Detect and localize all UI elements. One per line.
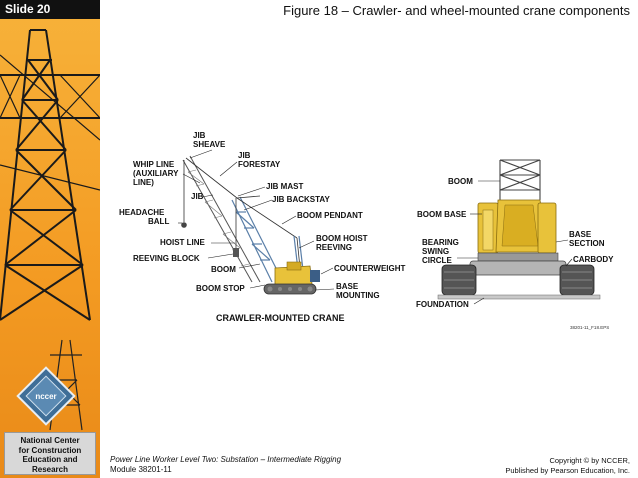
power-tower-silhouette-icon: nccer — [0, 0, 100, 478]
page-title: Figure 18 – Crawler- and wheel-mounted c… — [283, 3, 630, 18]
footer-copyright: Copyright © by NCCER, Published by Pears… — [505, 456, 630, 475]
figure-number: 38201-11_F18.EPS — [570, 325, 610, 330]
course-title: Power Line Worker Level Two: Substation … — [110, 455, 342, 464]
label-jib-backstay: JIB BACKSTAY — [272, 195, 330, 204]
org-line: Research — [31, 464, 69, 474]
publisher-text: Published by Pearson Education, Inc. — [505, 465, 630, 475]
svg-text:nccer: nccer — [35, 392, 56, 401]
label-boom: BOOM — [211, 265, 236, 274]
org-line: Education and — [22, 455, 78, 464]
org-line: National Center — [20, 436, 80, 445]
label-boom-pendant: BOOM PENDANT — [297, 211, 363, 220]
label-carbody: CARBODY — [573, 255, 614, 264]
module-number: Module 38201-11 — [110, 465, 172, 474]
label-jib-mast: JIB MAST — [266, 182, 304, 191]
crawler-crane-illustration — [181, 155, 320, 295]
wheel-crane-illustration — [437, 159, 601, 300]
label-wheel-boom: BOOM — [448, 177, 473, 186]
label-boom-stop: BOOM STOP — [196, 284, 245, 293]
label-jib: JIB — [191, 192, 204, 201]
label-foundation: FOUNDATION — [416, 300, 469, 309]
label-reeving-block: REEVING BLOCK — [133, 254, 200, 263]
org-name-box: National Center for Construction Educati… — [4, 432, 96, 475]
crawler-caption: CRAWLER-MOUNTED CRANE — [216, 313, 345, 323]
label-hoist-line: HOIST LINE — [160, 238, 205, 247]
label-counterweight: COUNTERWEIGHT — [334, 264, 406, 273]
org-line: for Construction — [18, 445, 82, 455]
nccer-logo-icon: nccer — [16, 366, 76, 426]
slide-number: Slide 20 — [0, 0, 100, 19]
sidebar-decoration: nccer National Center for Construction E… — [0, 0, 100, 478]
label-boom-base: BOOM BASE — [417, 210, 467, 219]
footer-course-info: Power Line Worker Level Two: Substation … — [110, 455, 341, 475]
copyright-text: Copyright © by NCCER, — [549, 456, 630, 465]
